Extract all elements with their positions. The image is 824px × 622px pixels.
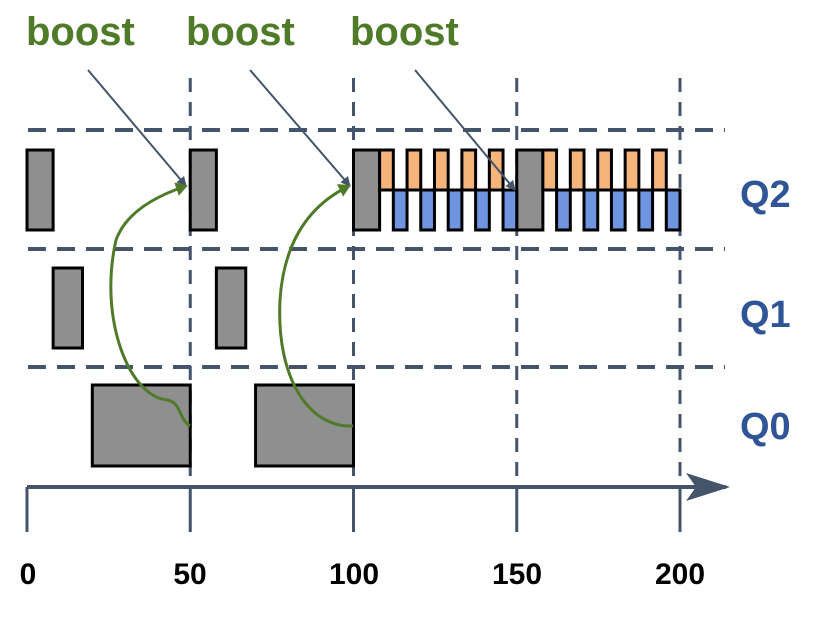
tick-label-200: 200 — [654, 558, 706, 591]
job-block — [25, 148, 55, 232]
job-block — [188, 148, 218, 232]
tick-label-50: 50 — [173, 558, 207, 591]
queue-label-q2: Q2 — [740, 174, 791, 216]
boost-labels: boost boost boost — [0, 0, 824, 70]
boost-label-3: boost — [350, 10, 459, 54]
time-axis — [25, 473, 730, 532]
boost-curve-arrow — [278, 184, 354, 428]
boost-label-2: boost — [186, 10, 295, 54]
tick-label-100: 100 — [328, 558, 380, 591]
tick-label-0: 0 — [19, 558, 37, 591]
job-block — [352, 148, 382, 232]
queue-label-q0: Q0 — [740, 406, 791, 448]
boost-curve-arrow — [109, 182, 191, 428]
boost-pointer-arrow — [87, 69, 187, 187]
tick-label-150: 150 — [491, 558, 543, 591]
job-blocks — [25, 148, 682, 468]
boost-pointer-arrow — [249, 69, 351, 187]
job-block — [51, 266, 85, 350]
boost-arrows — [87, 69, 516, 428]
job-block — [214, 266, 248, 350]
boost-label-1: boost — [26, 10, 135, 54]
boost-pointer-arrow — [414, 69, 516, 191]
queue-label-q1: Q1 — [740, 294, 791, 336]
